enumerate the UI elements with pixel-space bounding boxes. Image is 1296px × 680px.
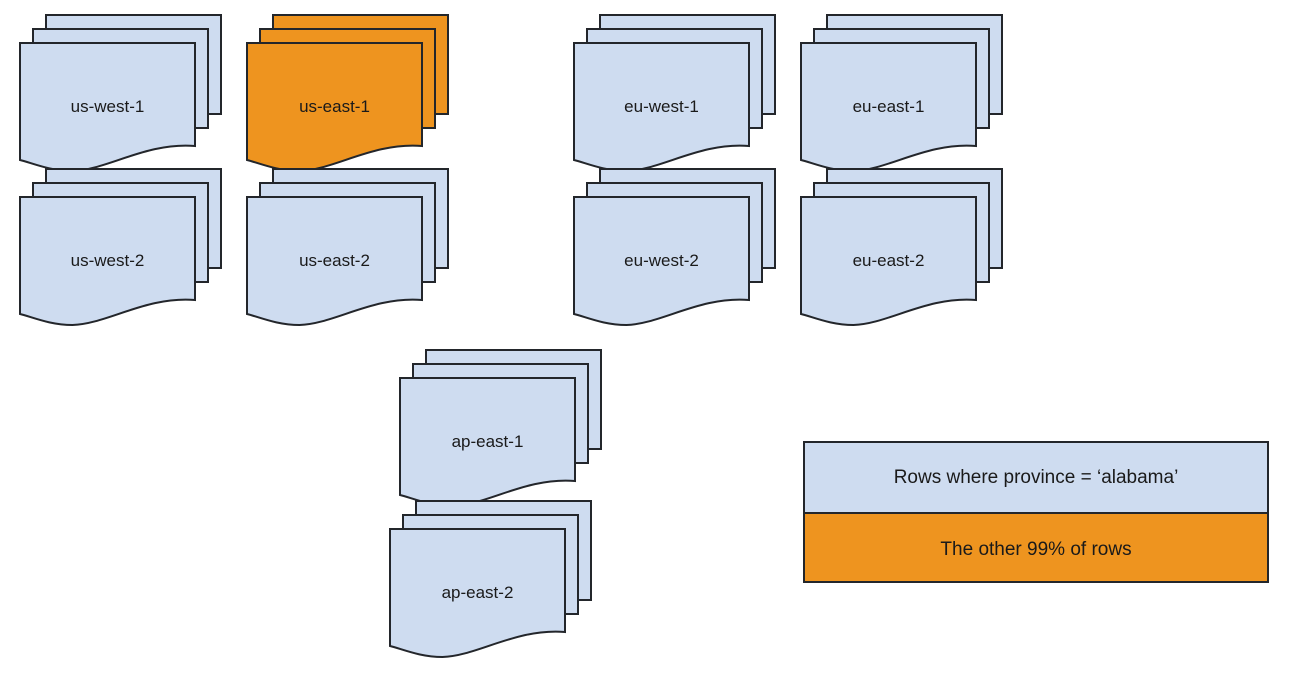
- sheet-front-ap-east-1: [399, 377, 576, 508]
- region-stack-shape-eu-east-1: [800, 14, 1003, 173]
- sheet-front-us-east-2: [246, 196, 423, 327]
- sheet-front-us-east-1: [246, 42, 423, 173]
- sheet-front-eu-west-2: [573, 196, 750, 327]
- region-stack-shape-us-east-2: [246, 168, 449, 327]
- legend-item-legend-blue: Rows where province = ‘alabama’: [805, 443, 1267, 514]
- region-stack-eu-east-2[interactable]: [799, 167, 1004, 327]
- region-stack-shape-ap-east-2: [389, 500, 592, 659]
- region-stack-shape-eu-west-2: [573, 168, 776, 327]
- region-stack-us-east-1[interactable]: [245, 13, 450, 173]
- region-stack-eu-east-1[interactable]: [799, 13, 1004, 173]
- region-stack-shape-ap-east-1: [399, 349, 602, 508]
- region-stack-us-west-2[interactable]: [18, 167, 223, 327]
- sheet-front-eu-east-1: [800, 42, 977, 173]
- region-stack-us-west-1[interactable]: [18, 13, 223, 173]
- region-stack-us-east-2[interactable]: [245, 167, 450, 327]
- sheet-front-us-west-2: [19, 196, 196, 327]
- region-stack-eu-west-1[interactable]: [572, 13, 777, 173]
- legend-item-label-legend-orange: The other 99% of rows: [940, 538, 1132, 560]
- legend: Rows where province = ‘alabama’ The other…: [803, 441, 1269, 583]
- region-stack-ap-east-2[interactable]: [388, 499, 593, 659]
- sheet-front-eu-east-2: [800, 196, 977, 327]
- region-stack-shape-us-east-1: [246, 14, 449, 173]
- region-stack-ap-east-1[interactable]: [398, 348, 603, 508]
- region-stack-shape-us-west-1: [19, 14, 222, 173]
- region-stack-shape-us-west-2: [19, 168, 222, 327]
- legend-item-label-legend-blue: Rows where province = ‘alabama’: [893, 466, 1179, 488]
- region-stack-eu-west-2[interactable]: [572, 167, 777, 327]
- sheet-front-ap-east-2: [389, 528, 566, 659]
- sheet-front-us-west-1: [19, 42, 196, 173]
- region-stack-shape-eu-east-2: [800, 168, 1003, 327]
- sheet-front-eu-west-1: [573, 42, 750, 173]
- legend-item-legend-orange: The other 99% of rows: [805, 514, 1267, 581]
- region-stack-shape-eu-west-1: [573, 14, 776, 173]
